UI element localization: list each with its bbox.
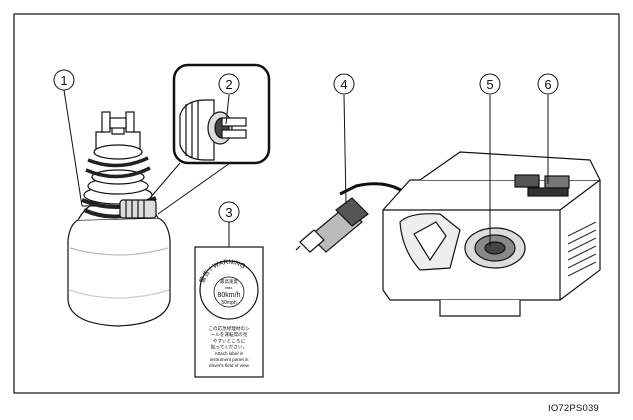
callout-5: 5: [479, 73, 501, 95]
figure-frame: [13, 13, 620, 394]
sticker-dial-max: max.: [225, 285, 234, 290]
power-plug: [295, 182, 414, 253]
sticker-text-line: やすいところに: [213, 337, 246, 344]
sticker-speed-mph: 50mph: [221, 300, 237, 306]
callout-4-label: 4: [340, 77, 347, 92]
callout-5-label: 5: [486, 77, 493, 92]
figure-code: IO72PS039: [548, 403, 599, 414]
sticker-text-line: Attach label in: [215, 351, 244, 356]
sticker-text-line: この応急修理材のシ: [208, 325, 250, 332]
callout-group: 1 2 3 4 5 6: [53, 69, 559, 223]
sticker-text-line: ールを運転席の見: [211, 331, 248, 338]
sticker-speed-kmh: 80km/h: [218, 292, 241, 299]
sticker-dial-jp: 最高速度: [220, 278, 238, 285]
callout-2: 2: [218, 73, 240, 95]
warning-sticker: 警告 / WARNING 最高速度 max. 80km/h 50mph この応急…: [194, 246, 264, 378]
sticker-text-line: 貼ってください。: [211, 344, 247, 351]
air-compressor: [382, 151, 601, 317]
callout-2-label: 2: [225, 77, 232, 92]
callout-3-label: 3: [225, 205, 232, 220]
sticker-text-line: driver's field of view: [209, 363, 250, 368]
callout-4: 4: [333, 73, 355, 95]
sealant-bottle: [67, 111, 171, 327]
leader-lines: [63, 89, 549, 247]
sticker-text-line: instrument panel in: [210, 357, 249, 362]
callout-3: 3: [218, 201, 240, 223]
callout-6: 6: [537, 73, 559, 95]
valve-detail-inset: [149, 63, 271, 215]
callout-1-label: 1: [60, 73, 67, 88]
callout-6-label: 6: [544, 77, 551, 92]
sticker-header-en: WARNING: [212, 259, 246, 270]
callout-1: 1: [53, 69, 75, 91]
